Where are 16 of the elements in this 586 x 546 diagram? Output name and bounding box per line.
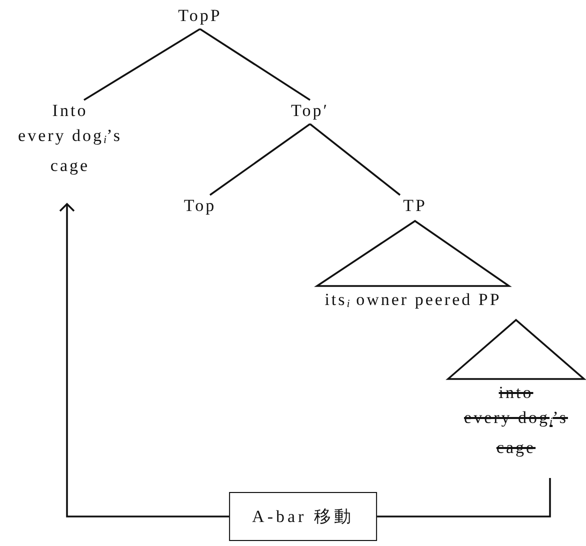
- phrase-label: its$_{i}$ owner peered PP: [324, 287, 502, 317]
- triangle-line: [446, 318, 586, 380]
- category-label: Top: [184, 193, 216, 218]
- movement-line: [59, 203, 230, 518]
- branch-line: [209, 123, 311, 196]
- phrase-label: Into every dog$_{i}$’s cage: [18, 98, 122, 178]
- branch-line: [84, 28, 200, 101]
- struck-phrase: into every dog$_{i}$’s cage: [464, 380, 568, 460]
- branch-line: [200, 28, 310, 101]
- category-label: TopP: [178, 3, 222, 28]
- category-label: TP: [403, 193, 427, 218]
- movement-box: A-bar 移動: [229, 492, 377, 541]
- movement-line: [376, 478, 551, 518]
- branch-line: [309, 123, 401, 196]
- category-label: Top′: [291, 98, 329, 123]
- triangle-line: [314, 220, 512, 287]
